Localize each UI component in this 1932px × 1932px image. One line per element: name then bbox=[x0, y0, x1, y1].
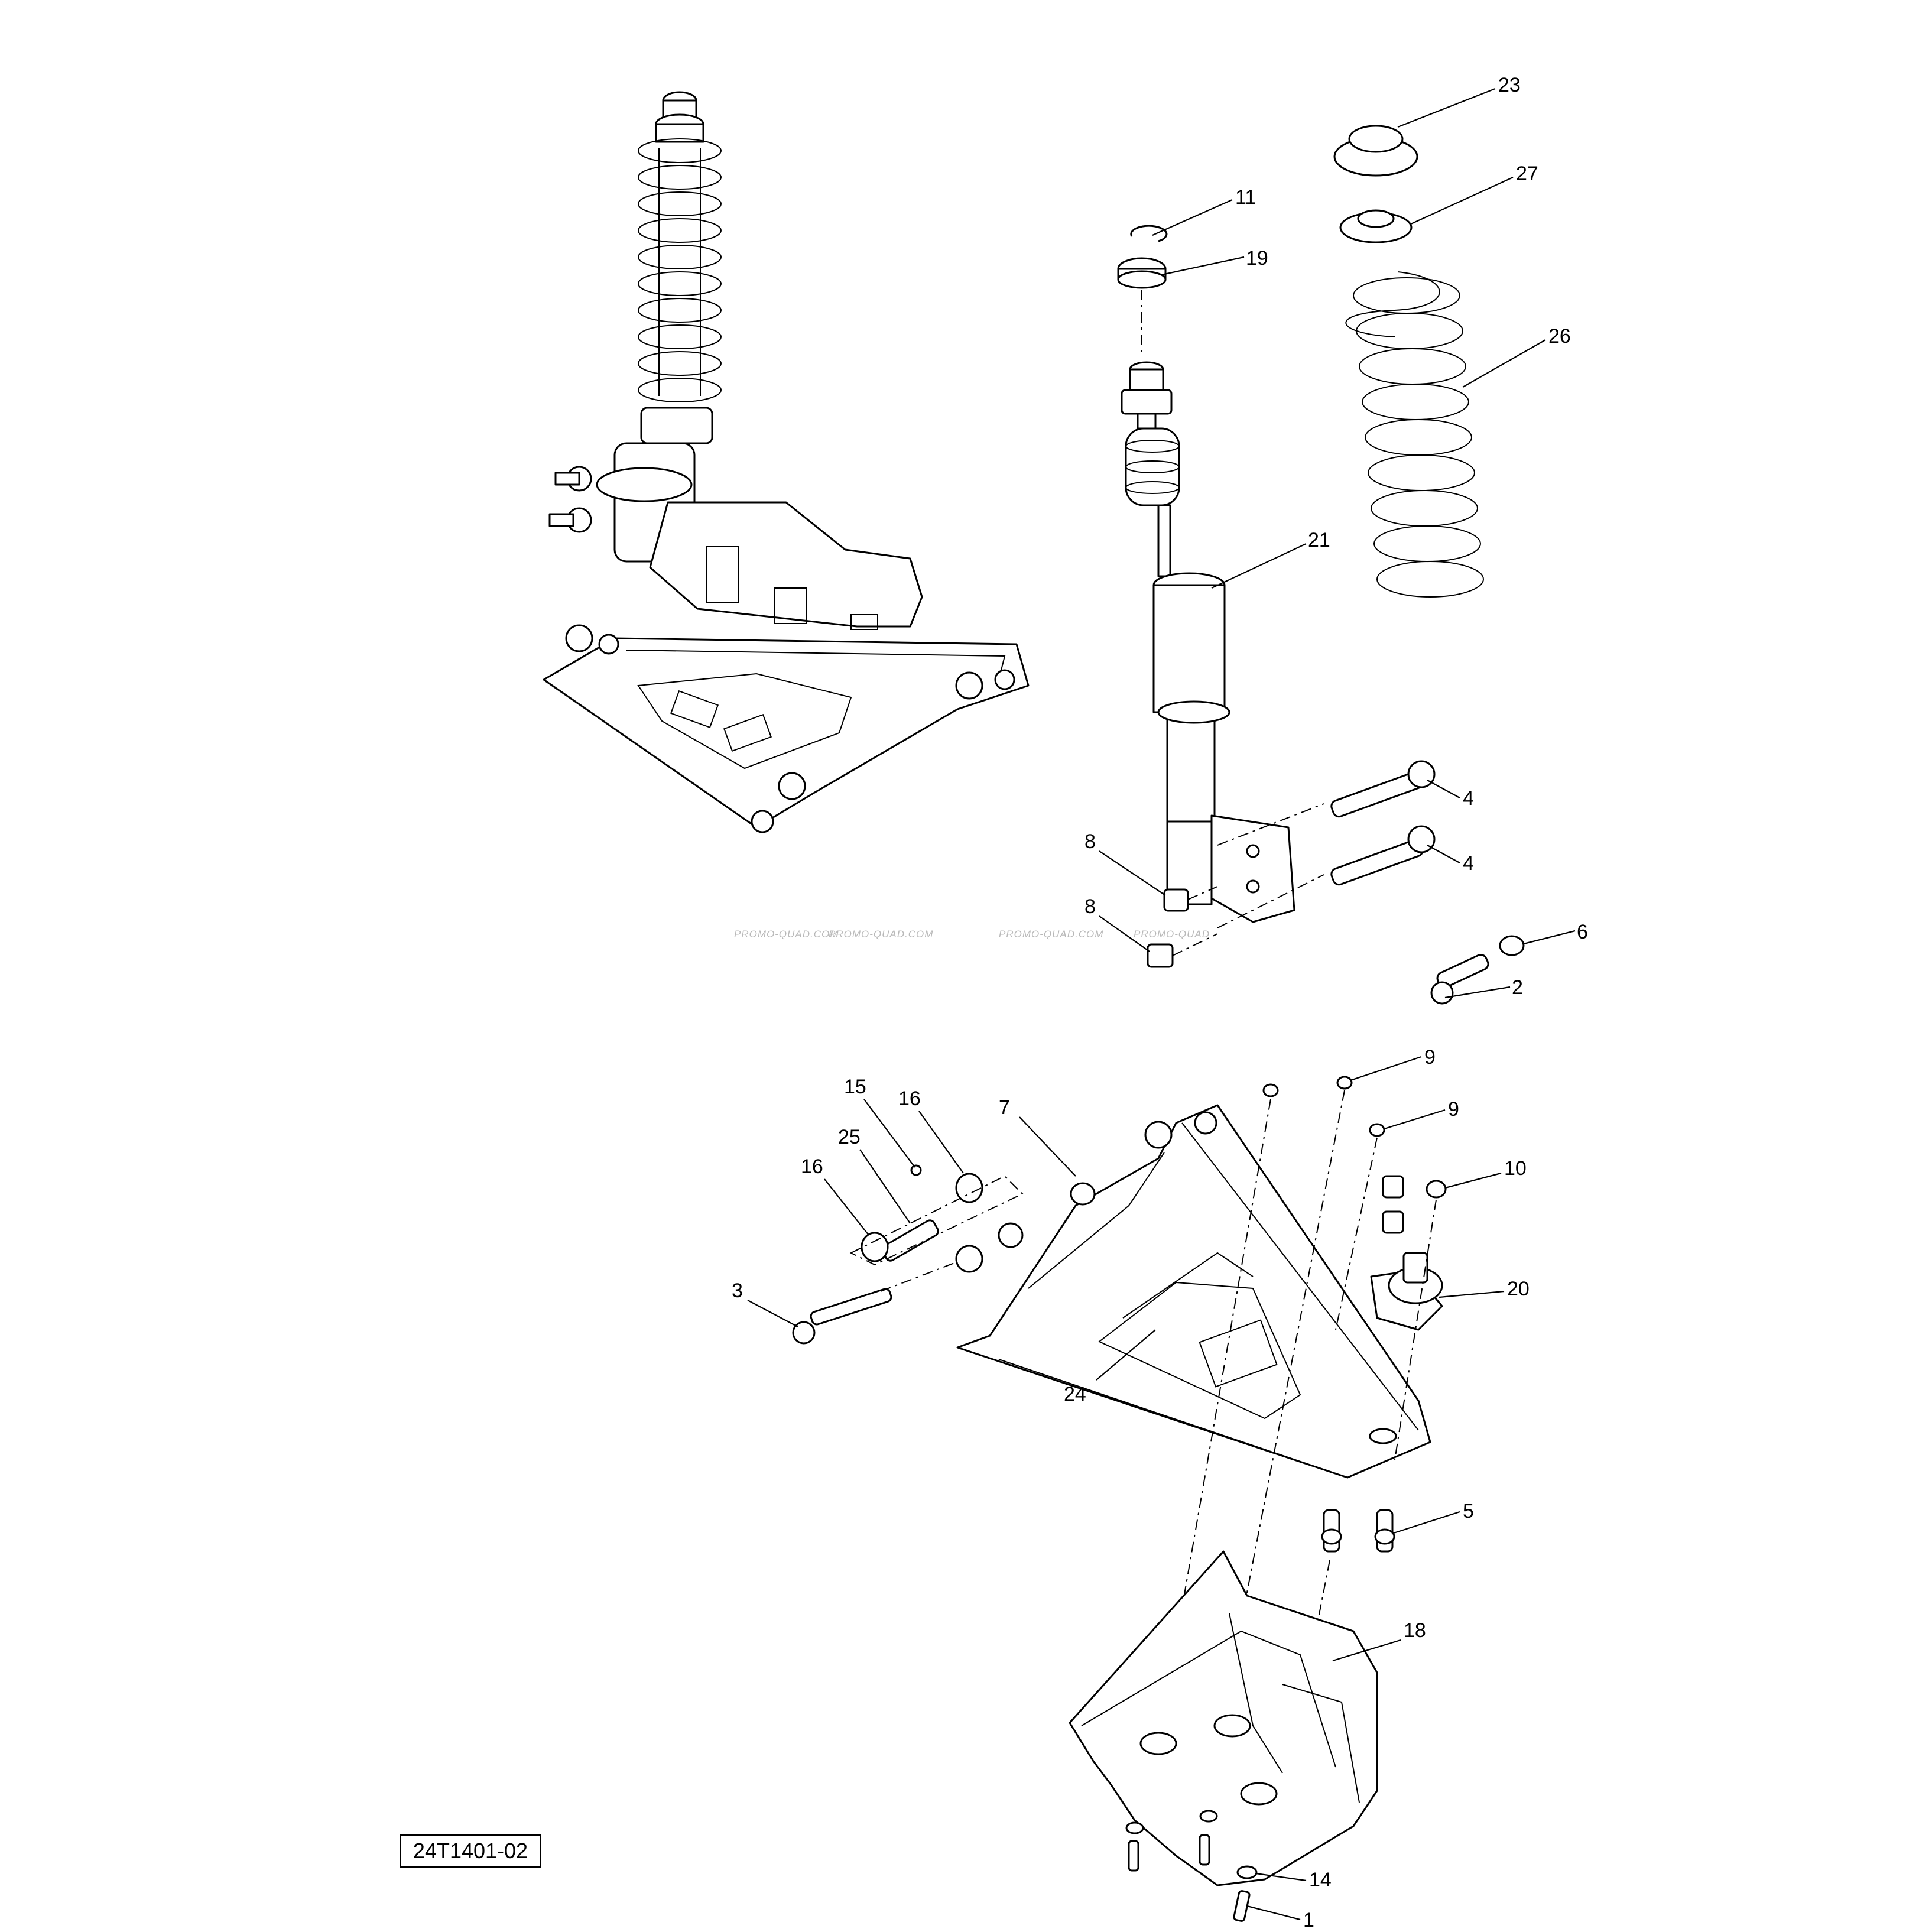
diagram-code: 24T1401-02 bbox=[413, 1839, 528, 1863]
shock-absorber-exploded bbox=[1117, 225, 1436, 968]
skid-plate bbox=[1069, 1550, 1378, 1922]
callout-1: 1 bbox=[1303, 1909, 1314, 1931]
bolt-and-nut bbox=[1430, 935, 1525, 1005]
callout-26: 26 bbox=[1548, 325, 1571, 348]
callout-10: 10 bbox=[1504, 1157, 1527, 1180]
watermark: PROMO-QUAD.COM PROMO-QUAD.COM PROMO-QUAD… bbox=[734, 928, 1210, 940]
callout-2: 2 bbox=[1512, 976, 1523, 999]
callout-23: 23 bbox=[1498, 74, 1521, 96]
callout-6: 6 bbox=[1577, 921, 1588, 943]
svg-text:PROMO-QUAD.COM: PROMO-QUAD.COM bbox=[999, 928, 1103, 940]
callout-11: 11 bbox=[1235, 186, 1256, 209]
assembled-suspension-illustration bbox=[543, 91, 1030, 833]
spring-and-seats bbox=[1333, 125, 1484, 598]
callout-16-lower: 16 bbox=[801, 1155, 823, 1178]
diagram-code-box: 24T1401-02 bbox=[400, 1834, 541, 1868]
svg-text:PROMO-QUAD: PROMO-QUAD bbox=[1134, 928, 1210, 940]
callout-4-lower: 4 bbox=[1463, 852, 1474, 875]
svg-text:PROMO-QUAD.COM: PROMO-QUAD.COM bbox=[829, 928, 933, 940]
callout-25: 25 bbox=[838, 1126, 861, 1148]
callout-19: 19 bbox=[1246, 247, 1268, 269]
callout-4-upper: 4 bbox=[1463, 787, 1474, 810]
callout-8-upper: 8 bbox=[1084, 830, 1096, 853]
callouts: 23 27 11 19 26 21 4 4 8 8 6 2 9 bbox=[732, 74, 1588, 1931]
callout-9-lower: 9 bbox=[1448, 1098, 1459, 1121]
callout-8-lower: 8 bbox=[1084, 895, 1096, 918]
callout-24: 24 bbox=[1064, 1383, 1086, 1405]
callout-7: 7 bbox=[999, 1096, 1010, 1119]
callout-5: 5 bbox=[1463, 1500, 1474, 1522]
callout-18: 18 bbox=[1404, 1619, 1426, 1642]
callout-16-upper: 16 bbox=[898, 1087, 921, 1110]
callout-27: 27 bbox=[1516, 163, 1538, 185]
lower-a-arm-exploded bbox=[792, 1076, 1447, 1862]
callout-9-upper: 9 bbox=[1424, 1046, 1436, 1069]
callout-3: 3 bbox=[732, 1280, 743, 1302]
callout-15: 15 bbox=[844, 1076, 866, 1098]
svg-text:PROMO-QUAD.COM: PROMO-QUAD.COM bbox=[734, 928, 839, 940]
callout-14: 14 bbox=[1309, 1869, 1332, 1891]
callout-21: 21 bbox=[1308, 529, 1330, 551]
callout-20: 20 bbox=[1507, 1278, 1530, 1300]
